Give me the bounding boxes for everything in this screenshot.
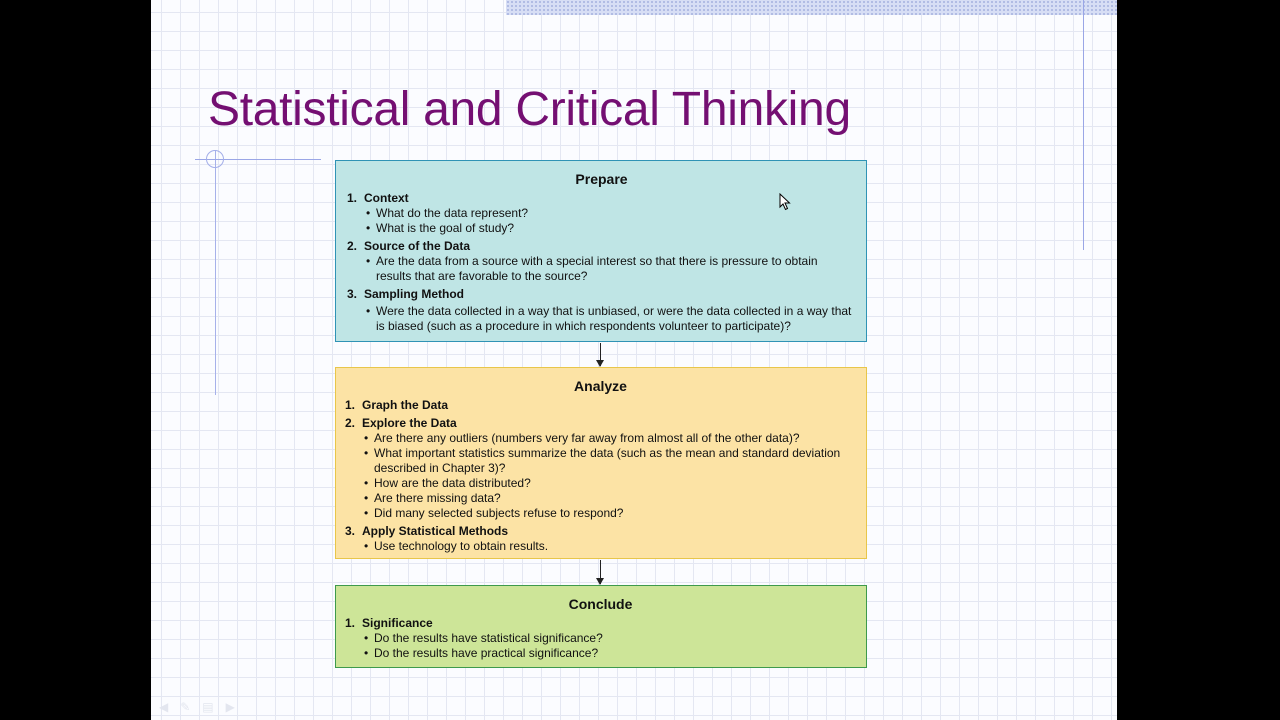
slide-nav-controls: ◀ ✎ ▤ ▶	[159, 700, 235, 714]
conclude-item-significance: 1.Significance	[345, 616, 433, 630]
analyze-box: Analyze 1.Graph the Data 2.Explore the D…	[335, 367, 867, 559]
list-item: Are there missing data?	[345, 491, 856, 506]
slide-title: Statistical and Critical Thinking	[208, 83, 851, 136]
prepare-item-sampling: 3.Sampling Method	[347, 287, 464, 301]
prepare-item-source: 2.Source of the Data	[347, 239, 471, 253]
decorative-line-horizontal	[195, 159, 321, 160]
list-item: Use technology to obtain results.	[345, 539, 856, 554]
pen-icon[interactable]: ✎	[180, 700, 191, 714]
list-item: Were the data collected in a way that is…	[347, 304, 856, 334]
prepare-title: Prepare	[575, 171, 628, 187]
list-item: What important statistics summarize the …	[345, 446, 856, 476]
menu-icon[interactable]: ▤	[202, 700, 214, 714]
prepare-box: Prepare 1.Context What do the data repre…	[335, 160, 867, 342]
analyze-item-graph: 1.Graph the Data	[345, 398, 449, 412]
previous-slide-icon[interactable]: ◀	[159, 700, 169, 714]
list-item: Are the data from a source with a specia…	[347, 254, 856, 284]
analyze-item-methods: 3.Apply Statistical Methods	[345, 524, 509, 538]
list-item: Are there any outliers (numbers very far…	[345, 431, 856, 446]
decorative-line-left	[215, 150, 216, 395]
next-slide-icon[interactable]: ▶	[225, 700, 235, 714]
arrow-down-icon	[596, 560, 604, 585]
conclude-title: Conclude	[568, 596, 633, 612]
list-item: Do the results have statistical signific…	[345, 631, 856, 646]
prepare-item-context: 1.Context	[347, 191, 409, 205]
decorative-line-right	[1083, 0, 1084, 250]
conclude-box: Conclude 1.Significance Do the results h…	[335, 585, 867, 668]
list-item: How are the data distributed?	[345, 476, 856, 491]
arrow-down-icon	[596, 343, 604, 367]
list-item: What do the data represent?	[347, 206, 856, 221]
slide: Statistical and Critical Thinking Prepar…	[151, 0, 1117, 720]
header-band	[506, 0, 1117, 15]
mouse-pointer-icon	[779, 193, 791, 211]
crosshair-icon	[206, 150, 224, 168]
analyze-title: Analyze	[574, 378, 627, 394]
analyze-item-explore: 2.Explore the Data	[345, 416, 457, 430]
list-item: Did many selected subjects refuse to res…	[345, 506, 856, 521]
list-item: Do the results have practical significan…	[345, 646, 856, 661]
list-item: What is the goal of study?	[347, 221, 856, 236]
